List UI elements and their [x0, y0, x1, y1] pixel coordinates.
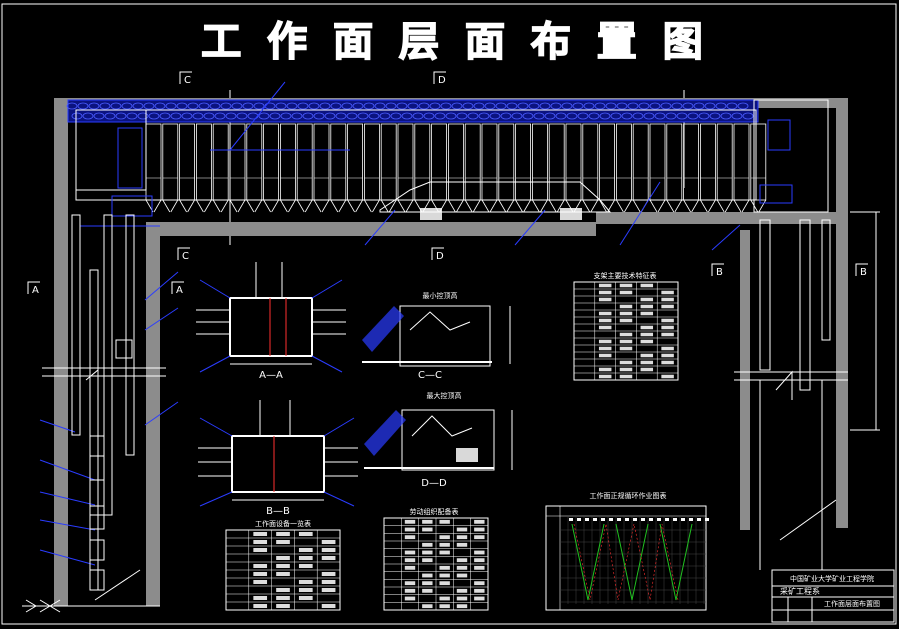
equipment-table-title: 工作面设备一览表 [255, 519, 311, 528]
svg-text:A: A [32, 285, 39, 296]
svg-text:B: B [716, 267, 723, 278]
section-label-bb: B—B [266, 506, 290, 517]
svg-text:C: C [182, 251, 189, 262]
min-height-title: 最小控顶高 [423, 291, 458, 300]
section-mark-d-bottom: D [431, 247, 444, 262]
face-conveyor-lines [80, 119, 793, 227]
section-label-cc: C—C [418, 370, 442, 381]
svg-text:C: C [184, 75, 191, 86]
drawing-title: 工 作 面 层 面 布 置 图 [201, 19, 708, 65]
shearer-outline [379, 181, 612, 213]
section-mark-a-mid: A [171, 281, 184, 296]
svg-text:D: D [438, 75, 446, 86]
gob-hatch-strip [67, 99, 759, 123]
right-roadway [734, 211, 880, 570]
cycle-line-1 [571, 523, 605, 601]
cycle-line-3 [659, 523, 693, 601]
labor-table-title: 劳动组织配备表 [410, 507, 459, 516]
section-mark-d-top: D [433, 71, 446, 86]
section-view-aa: A—A [196, 262, 346, 381]
left-roadway [22, 214, 166, 613]
section-view-cc: 最小控顶高 C—C [362, 291, 511, 381]
cycle-operation-chart: 工作面正规循环作业图表 [545, 491, 709, 611]
title-block-major: 采矿工程系 [780, 586, 820, 596]
svg-text:B: B [860, 267, 867, 278]
svg-text:A: A [176, 285, 183, 296]
section-view-dd: 最大控顶高 D—D [364, 391, 513, 489]
svg-text:D: D [436, 251, 444, 262]
support-spec-table: 支架主要技术特征表 [573, 271, 679, 381]
title-block: 中国矿业大学矿业工程学院 采矿工程系 工作面层面布置图 [771, 569, 895, 623]
equipment-table: 工作面设备一览表 [225, 519, 341, 611]
leader-lines [39, 81, 741, 566]
title-block-school: 中国矿业大学矿业工程学院 [790, 574, 874, 583]
section-mark-a-left: A [27, 281, 40, 296]
cycle-line-2 [615, 523, 649, 601]
roadway-walls [54, 98, 848, 606]
section-label-dd: D—D [421, 478, 447, 489]
labor-table: 劳动组织配备表 [383, 507, 489, 611]
section-label-aa: A—A [259, 370, 283, 381]
max-height-title: 最大控顶高 [427, 391, 462, 400]
title-block-drawing-name: 工作面层面布置图 [824, 599, 880, 608]
section-mark-c-bottom: C [177, 247, 190, 262]
section-mark-b-right-2: B [855, 263, 868, 278]
cycle-chart-title: 工作面正规循环作业图表 [590, 491, 667, 500]
drawing-border [1, 3, 897, 625]
section-mark-c-top: C [179, 71, 192, 86]
section-view-bb: B—B [198, 400, 358, 517]
gob-hatch-pattern [66, 102, 754, 120]
hydraulic-support-units [145, 123, 767, 213]
section-mark-b-right-1: B [711, 263, 724, 278]
support-table-title: 支架主要技术特征表 [594, 271, 657, 280]
